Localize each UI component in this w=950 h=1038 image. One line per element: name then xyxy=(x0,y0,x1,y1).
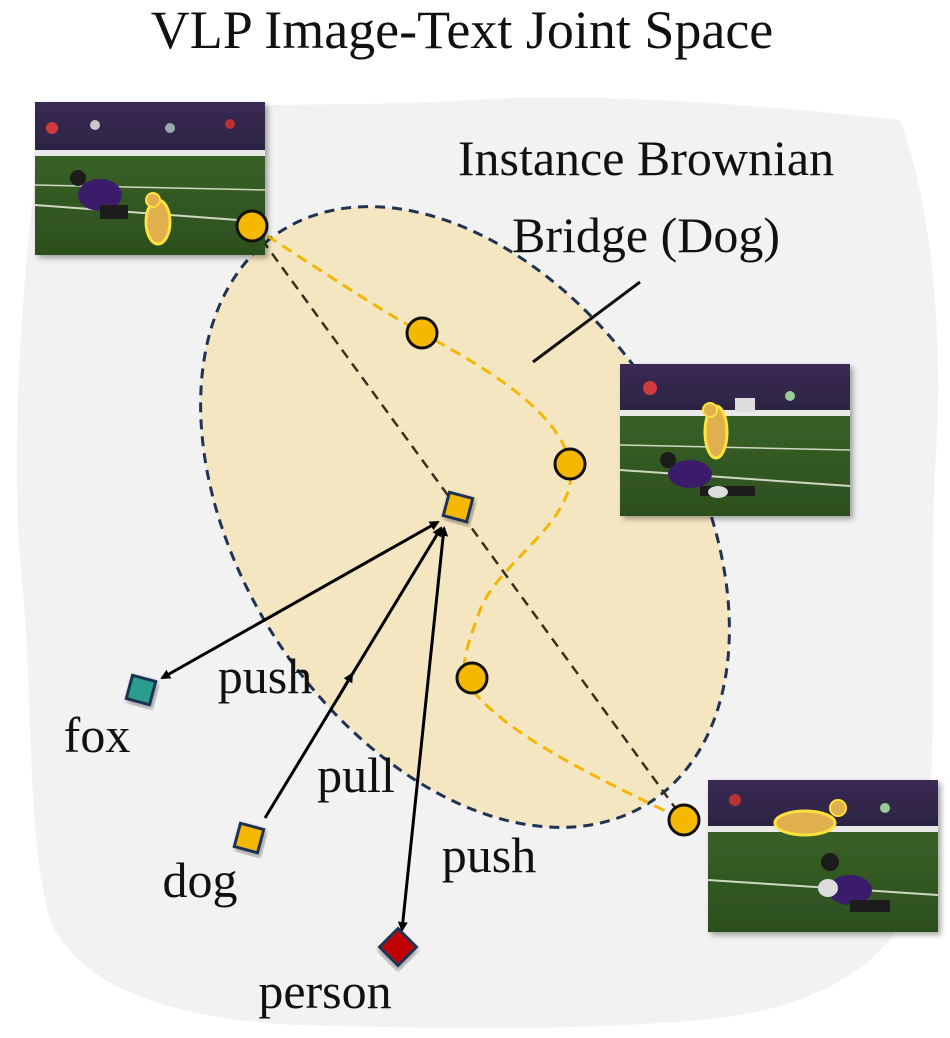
bridge-label-line2: Bridge (Dog) xyxy=(512,207,780,263)
bridge-point-end xyxy=(667,803,701,837)
bridge-point-start xyxy=(235,209,269,243)
push-arrow-fox xyxy=(160,520,440,680)
push-label-person: push xyxy=(442,827,536,883)
bridge-point-3 xyxy=(553,447,587,481)
push-arrow-person xyxy=(397,526,449,932)
bridge-point-4 xyxy=(455,661,489,695)
bridge-label-pointer xyxy=(532,280,641,364)
person-label: person xyxy=(258,963,391,1019)
dog-marker xyxy=(232,821,266,855)
fox-label: fox xyxy=(64,707,131,763)
dog-label: dog xyxy=(163,852,238,908)
frame-start-thumbnail xyxy=(34,102,266,255)
bridge-label-line1: Instance Brownian xyxy=(458,130,834,186)
center-marker xyxy=(441,490,475,524)
page-title: VLP Image-Text Joint Space xyxy=(151,0,774,60)
pull-label-dog: pull xyxy=(317,747,395,803)
frame-middle-thumbnail xyxy=(619,364,851,516)
pull-arrow-dog-mid-head xyxy=(336,672,354,699)
person-marker xyxy=(377,926,419,968)
bridge-point-2 xyxy=(405,316,439,350)
brownian-path xyxy=(251,224,685,822)
fox-marker xyxy=(124,673,158,707)
frame-end-thumbnail xyxy=(707,780,939,932)
bridge-straight-path xyxy=(250,225,686,821)
push-label-fox: push xyxy=(218,648,312,704)
